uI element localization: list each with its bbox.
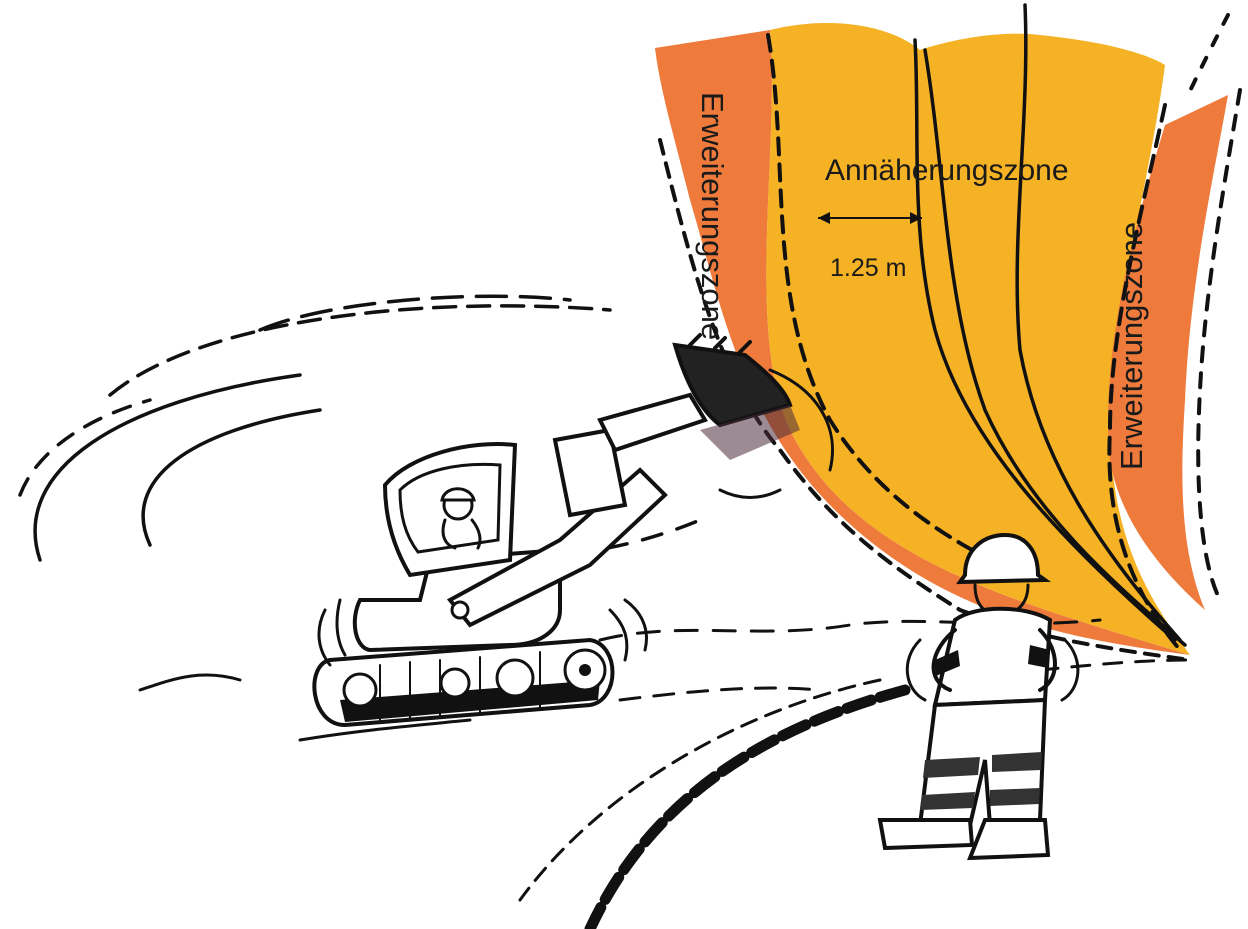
cab-window xyxy=(398,462,502,554)
road-curb xyxy=(518,678,911,929)
worker xyxy=(877,532,1080,861)
bucket-shadow xyxy=(700,405,800,460)
worker-arm-band-right xyxy=(1028,645,1050,668)
power-line-3 xyxy=(923,48,1187,647)
excavator-stick xyxy=(552,427,628,518)
zone-boundary-outer-right xyxy=(1196,88,1242,602)
worker-boots xyxy=(877,818,1051,861)
ground xyxy=(138,618,1192,742)
extension-zone-right-label: Erweiterungszone xyxy=(1114,222,1149,470)
arrowhead-right-icon xyxy=(910,212,922,224)
extension-zone-left xyxy=(655,30,1190,655)
power-line-2 xyxy=(1015,3,1182,642)
extension-zone-left-label: Erweiterungszone xyxy=(695,92,730,340)
distance-label: 1.25 m xyxy=(830,254,906,282)
worker-arm-band-left xyxy=(935,650,960,676)
operator-helmet xyxy=(440,487,476,502)
motion-lines xyxy=(18,294,834,562)
zone-boundary-far-right xyxy=(1186,13,1230,97)
distance-marker xyxy=(818,212,922,224)
zone-boundary-outer-left xyxy=(658,138,1192,662)
approach-zone xyxy=(766,22,1190,656)
worker-leg-stripes xyxy=(920,752,1042,810)
worker-helmet xyxy=(956,532,1052,585)
zone-boundary-inner-left xyxy=(766,33,1012,572)
approach-zone-label: Annäherungszone xyxy=(825,154,1069,187)
bucket-teeth xyxy=(688,333,752,354)
zone-band xyxy=(655,3,1242,662)
zone-boundary-inner-right xyxy=(1107,103,1182,652)
arrowhead-left-icon xyxy=(818,212,830,224)
excavator xyxy=(312,333,800,728)
worker-torso xyxy=(932,606,1053,708)
excavator-tracks xyxy=(312,637,615,728)
power-line-1 xyxy=(913,38,1177,642)
